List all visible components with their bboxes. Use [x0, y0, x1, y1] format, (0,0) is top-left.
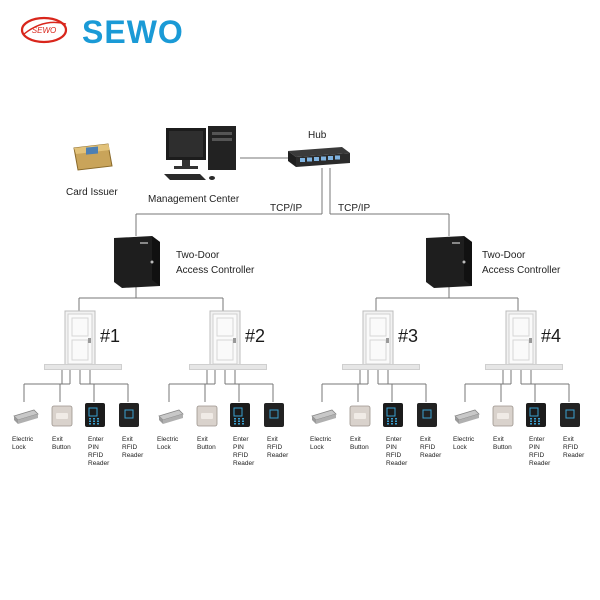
- door-number-label-2: #2: [245, 326, 266, 346]
- pin-reader-icon: [526, 403, 546, 427]
- exit-button-icon: [349, 405, 371, 427]
- door-number-label-3: #3: [398, 326, 419, 346]
- enter-reader-label: Enter PIN RFID Reader: [88, 436, 110, 467]
- controller-2-line1: Two-Door: [482, 250, 526, 261]
- tcp-ip-label-left: TCP/IP: [270, 203, 303, 214]
- hub-icon: [288, 147, 350, 167]
- computer-icon: [164, 126, 236, 180]
- door-base-bar: [44, 364, 122, 370]
- door-icon: [362, 310, 394, 366]
- electric-lock-label: Electric Lock: [12, 436, 34, 451]
- card-issuer-label: Card Issuer: [66, 187, 118, 198]
- door-icon: [209, 310, 241, 366]
- sewo-logo-mark-icon: SEWO: [20, 16, 68, 44]
- door-number-label-4: #4: [541, 326, 562, 346]
- exit-button-label: Exit Button: [197, 436, 216, 451]
- electric-lock-icon: [311, 409, 337, 424]
- door-number-label-1: #1: [100, 326, 121, 346]
- exit-button-icon: [492, 405, 514, 427]
- pin-reader-icon: [85, 403, 105, 427]
- electric-lock-label: Electric Lock: [157, 436, 179, 451]
- electric-lock-icon: [158, 409, 184, 424]
- exit-reader-label: Exit RFID Reader: [420, 436, 442, 459]
- pin-reader-icon: [383, 403, 403, 427]
- exit-button-icon: [196, 405, 218, 427]
- controller-icon: [114, 236, 160, 288]
- exit-button-icon: [51, 405, 73, 427]
- management-center-label: Management Center: [148, 194, 240, 205]
- controller-1-line1: Two-Door: [176, 250, 220, 261]
- rfid-reader-icon: [119, 403, 139, 427]
- enter-reader-label: Enter PIN RFID Reader: [386, 436, 408, 467]
- electric-lock-label: Electric Lock: [453, 436, 475, 451]
- card-issuer-icon: [73, 143, 113, 171]
- exit-button-label: Exit Button: [350, 436, 369, 451]
- logo-brand-text: SEWO: [82, 14, 184, 50]
- exit-button-label: Exit Button: [52, 436, 71, 451]
- electric-lock-label: Electric Lock: [310, 436, 332, 451]
- logo-mark-text: SEWO: [32, 26, 56, 35]
- rfid-reader-icon: [264, 403, 284, 427]
- sewo-logo: SEWO SEWO: [20, 12, 183, 50]
- exit-reader-label: Exit RFID Reader: [563, 436, 585, 459]
- exit-button-label: Exit Button: [493, 436, 512, 451]
- controller-2-line2: Access Controller: [482, 265, 561, 276]
- rfid-reader-icon: [417, 403, 437, 427]
- exit-reader-label: Exit RFID Reader: [267, 436, 289, 459]
- tcp-ip-label-right: TCP/IP: [338, 203, 371, 214]
- hub-label: Hub: [308, 130, 327, 141]
- electric-lock-icon: [13, 409, 39, 424]
- rfid-reader-icon: [560, 403, 580, 427]
- electric-lock-icon: [454, 409, 480, 424]
- exit-reader-label: Exit RFID Reader: [122, 436, 144, 459]
- controller-icon: [426, 236, 472, 288]
- door-icon: [505, 310, 537, 366]
- enter-reader-label: Enter PIN RFID Reader: [233, 436, 255, 467]
- controller-1-line2: Access Controller: [176, 265, 255, 276]
- door-base-bar: [485, 364, 563, 370]
- door-base-bar: [189, 364, 267, 370]
- enter-reader-label: Enter PIN RFID Reader: [529, 436, 551, 467]
- door-icon: [64, 310, 96, 366]
- door-base-bar: [342, 364, 420, 370]
- pin-reader-icon: [230, 403, 250, 427]
